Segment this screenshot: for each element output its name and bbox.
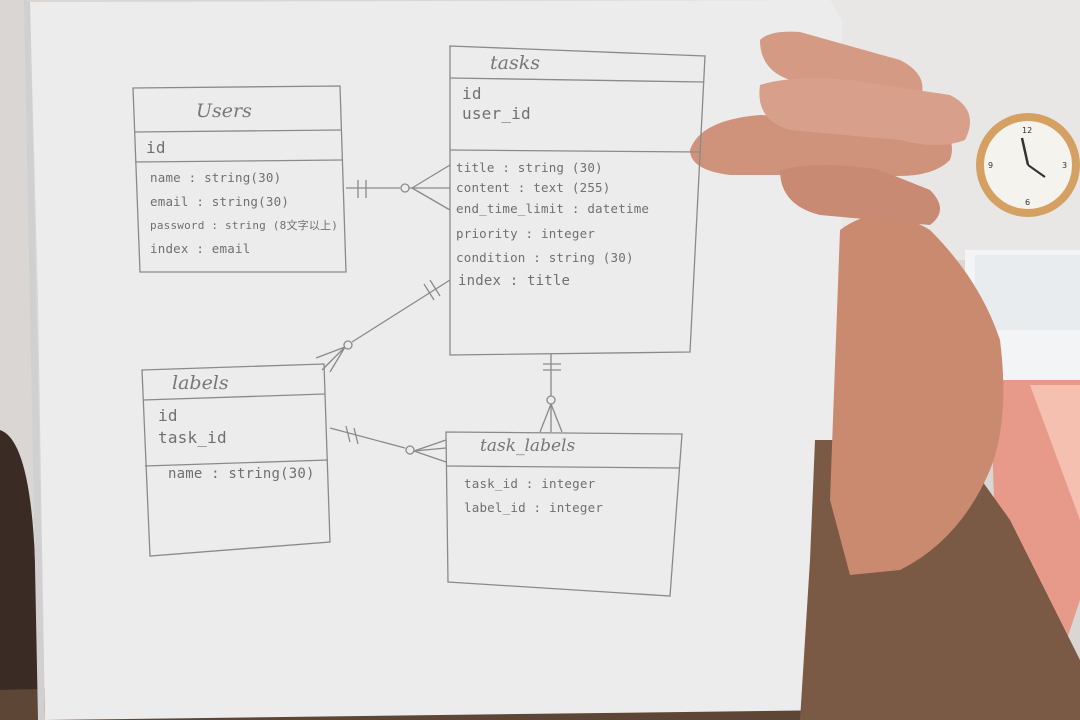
task-labels-field-task-id: task_id : integer (464, 476, 596, 491)
relation-labels-tasklabels (329, 425, 447, 463)
users-field-name: name : string(30) (150, 170, 282, 185)
tasks-field-title: title : string (30) (456, 160, 603, 175)
tasks-field-content: content : text (255) (456, 180, 611, 195)
tasks-field-condition: condition : string (30) (456, 250, 634, 265)
svg-text:6: 6 (1025, 198, 1030, 207)
users-field-password: password : string (8文字以上) (150, 219, 339, 232)
tasks-field-priority: priority : integer (456, 226, 596, 241)
task-labels-entity-title: task_labels (480, 436, 576, 456)
labels-key-task-id: task_id (158, 428, 227, 447)
relation-tasks-labels (315, 279, 451, 373)
labels-field-name: name : string(30) (168, 466, 315, 482)
svg-text:3: 3 (1062, 161, 1067, 170)
users-field-index: index : email (150, 241, 251, 256)
paper-sheet (30, 0, 842, 720)
tasks-entity-title: tasks (490, 52, 540, 74)
users-field-email: email : string(30) (150, 194, 290, 209)
users-entity-box (132, 85, 347, 273)
hand (830, 215, 1004, 575)
labels-key-id: id (158, 406, 178, 425)
users-key-id: id (146, 138, 166, 157)
tasks-entity-box (449, 45, 706, 356)
tasks-key-user-id: user_id (462, 104, 531, 123)
relation-tasks-tasklabels (539, 354, 563, 433)
labels-entity-title: labels (172, 372, 229, 394)
svg-text:12: 12 (1022, 126, 1032, 135)
relation-users-tasks (346, 164, 451, 211)
users-entity-title: Users (196, 100, 252, 122)
labels-entity-box (141, 363, 331, 557)
task-labels-entity-box (445, 431, 683, 597)
tasks-field-index: index : title (458, 273, 571, 289)
tasks-field-end-time-limit: end_time_limit : datetime (456, 201, 650, 216)
wall-clock-icon: 12 3 6 9 (976, 113, 1080, 217)
task-labels-field-label-id: label_id : integer (464, 500, 604, 515)
tasks-key-id: id (462, 84, 482, 103)
svg-text:9: 9 (988, 161, 993, 170)
